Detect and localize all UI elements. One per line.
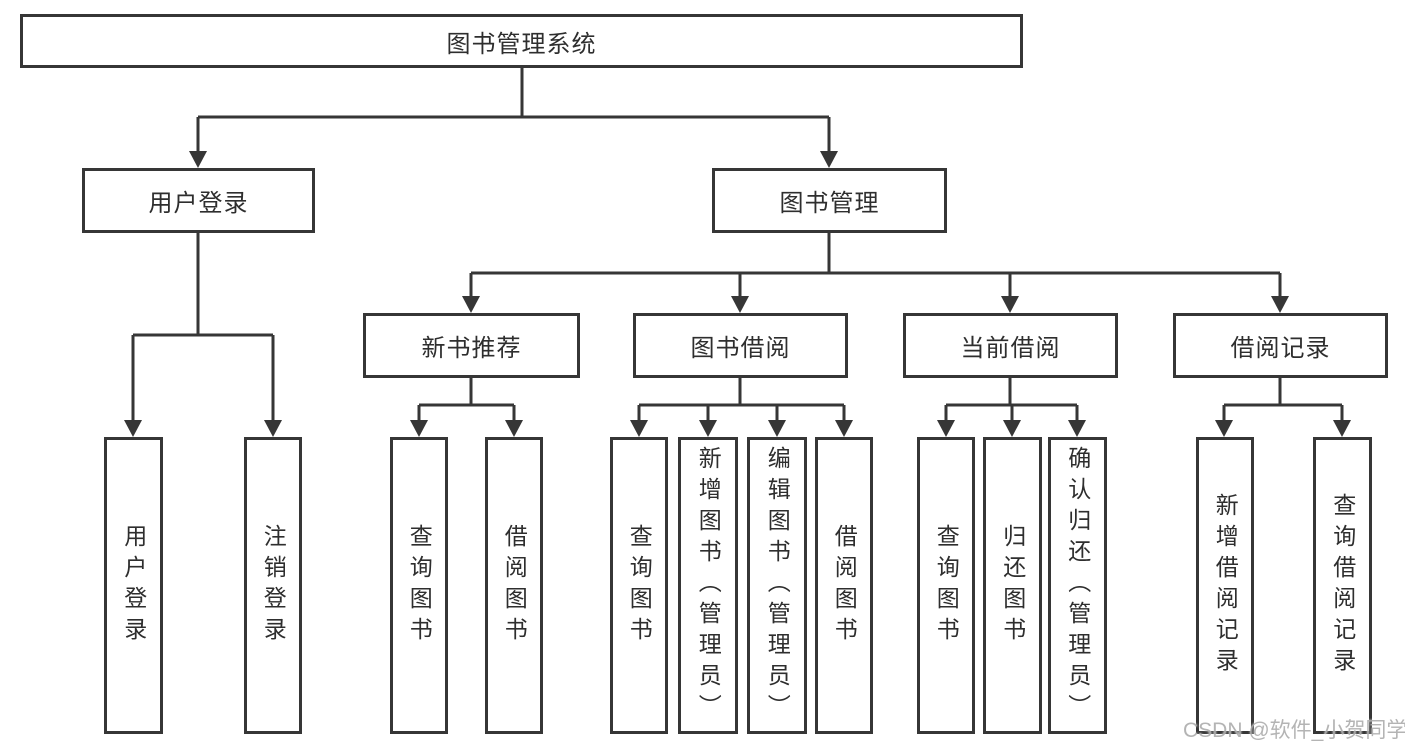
leaf-logout: 注销登录 <box>244 437 302 734</box>
leaf-query-borrow-record: 查询借阅记录 <box>1313 437 1372 734</box>
leaf-edit-books-admin-label: 编辑图书（管理员） <box>764 446 791 725</box>
node-new-book-recommend: 新书推荐 <box>363 313 580 378</box>
node-user-login: 用户登录 <box>82 168 315 233</box>
leaf-add-borrow-record-label: 新增借阅记录 <box>1212 492 1239 679</box>
leaf-newbook-borrow-books-label: 借阅图书 <box>501 523 528 648</box>
leaf-current-query-books-label: 查询图书 <box>933 523 960 648</box>
connector-arrows <box>124 117 1351 437</box>
leaf-confirm-return-admin: 确认归还（管理员） <box>1048 437 1107 734</box>
csdn-watermark: CSDN @软件_小贺同学 <box>1183 719 1405 742</box>
leaf-user-login-label: 用户登录 <box>120 523 147 648</box>
leaf-query-borrow-record-label: 查询借阅记录 <box>1329 492 1356 679</box>
node-book-management-label: 图书管理 <box>779 190 880 217</box>
leaf-borrow-books: 借阅图书 <box>815 437 873 734</box>
leaf-newbook-borrow-books: 借阅图书 <box>485 437 543 734</box>
leaf-edit-books-admin: 编辑图书（管理员） <box>747 437 807 734</box>
leaf-borrow-query-books-label: 查询图书 <box>626 523 653 648</box>
node-current-borrowing: 当前借阅 <box>903 313 1118 378</box>
leaf-confirm-return-admin-label: 确认归还（管理员） <box>1064 446 1091 725</box>
leaf-borrow-books-label: 借阅图书 <box>831 523 858 648</box>
leaf-return-books: 归还图书 <box>983 437 1042 734</box>
node-borrowing-records: 借阅记录 <box>1173 313 1388 378</box>
leaf-newbook-query-books-label: 查询图书 <box>406 523 433 648</box>
leaf-borrow-query-books: 查询图书 <box>610 437 668 734</box>
leaf-add-borrow-record: 新增借阅记录 <box>1196 437 1254 734</box>
connector-rails <box>133 68 1342 407</box>
node-book-management: 图书管理 <box>712 168 947 233</box>
node-borrowing-records-label: 借阅记录 <box>1230 335 1331 362</box>
leaf-logout-label: 注销登录 <box>260 523 287 648</box>
leaf-add-books-admin: 新增图书（管理员） <box>678 437 738 734</box>
leaf-return-books-label: 归还图书 <box>999 523 1026 648</box>
node-new-book-recommend-label: 新书推荐 <box>421 335 522 362</box>
leaf-user-login: 用户登录 <box>104 437 163 734</box>
leaf-newbook-query-books: 查询图书 <box>390 437 448 734</box>
node-user-login-label: 用户登录 <box>148 190 249 217</box>
leaf-add-books-admin-label: 新增图书（管理员） <box>695 446 722 725</box>
node-book-borrowing: 图书借阅 <box>633 313 848 378</box>
node-current-borrowing-label: 当前借阅 <box>960 335 1061 362</box>
node-library-management-system: 图书管理系统 <box>20 14 1023 68</box>
leaf-current-query-books: 查询图书 <box>917 437 975 734</box>
node-library-management-system-label: 图书管理系统 <box>446 30 597 58</box>
node-book-borrowing-label: 图书借阅 <box>690 335 791 362</box>
